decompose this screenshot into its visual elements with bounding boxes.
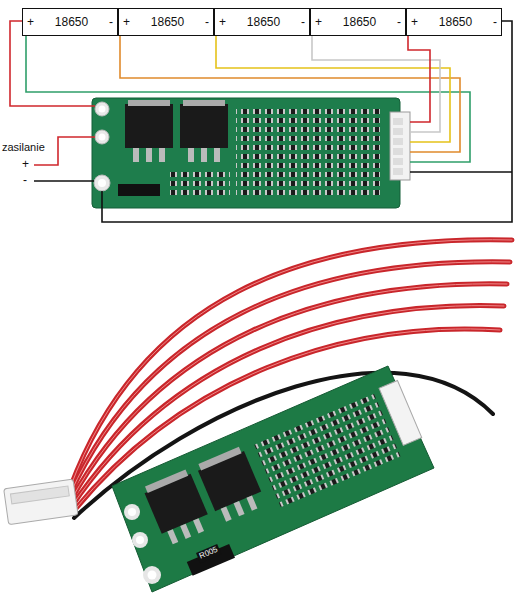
battery-cell: +18650 - [118,8,214,36]
cell-terminal: - [301,15,305,29]
cell-type: 18650 [247,15,280,29]
bms-board-top [92,98,410,208]
wire [102,21,512,222]
battery-cell: +18650 - [406,8,502,36]
wire [34,180,94,182]
cell-terminal: + [123,15,130,29]
wire [216,36,450,142]
wire [312,36,440,132]
bms-board-photo [112,366,434,592]
supply-label: zasilanie [2,141,45,153]
cell-terminal: - [205,15,209,29]
polarity-sign: + [22,158,29,171]
cell-type: 18650 [151,15,184,29]
battery-cell: +18650 - [214,8,310,36]
cell-type: 18650 [439,15,472,29]
polarity-sign: - [23,174,27,187]
battery-cell: +18650 - [22,8,118,36]
cell-terminal: - [109,15,113,29]
cell-terminal: + [411,15,418,29]
battery-cell: +18650 - [310,8,406,36]
cell-terminal: + [27,15,34,29]
cell-terminal: - [493,15,497,29]
wire [408,36,430,122]
cell-type: 18650 [343,15,376,29]
cell-type: 18650 [55,15,88,29]
wire [410,171,512,173]
cell-terminal: + [315,15,322,29]
wire [26,36,470,162]
cell-terminal: + [219,15,226,29]
cell-terminal: - [397,15,401,29]
wire [120,36,460,152]
